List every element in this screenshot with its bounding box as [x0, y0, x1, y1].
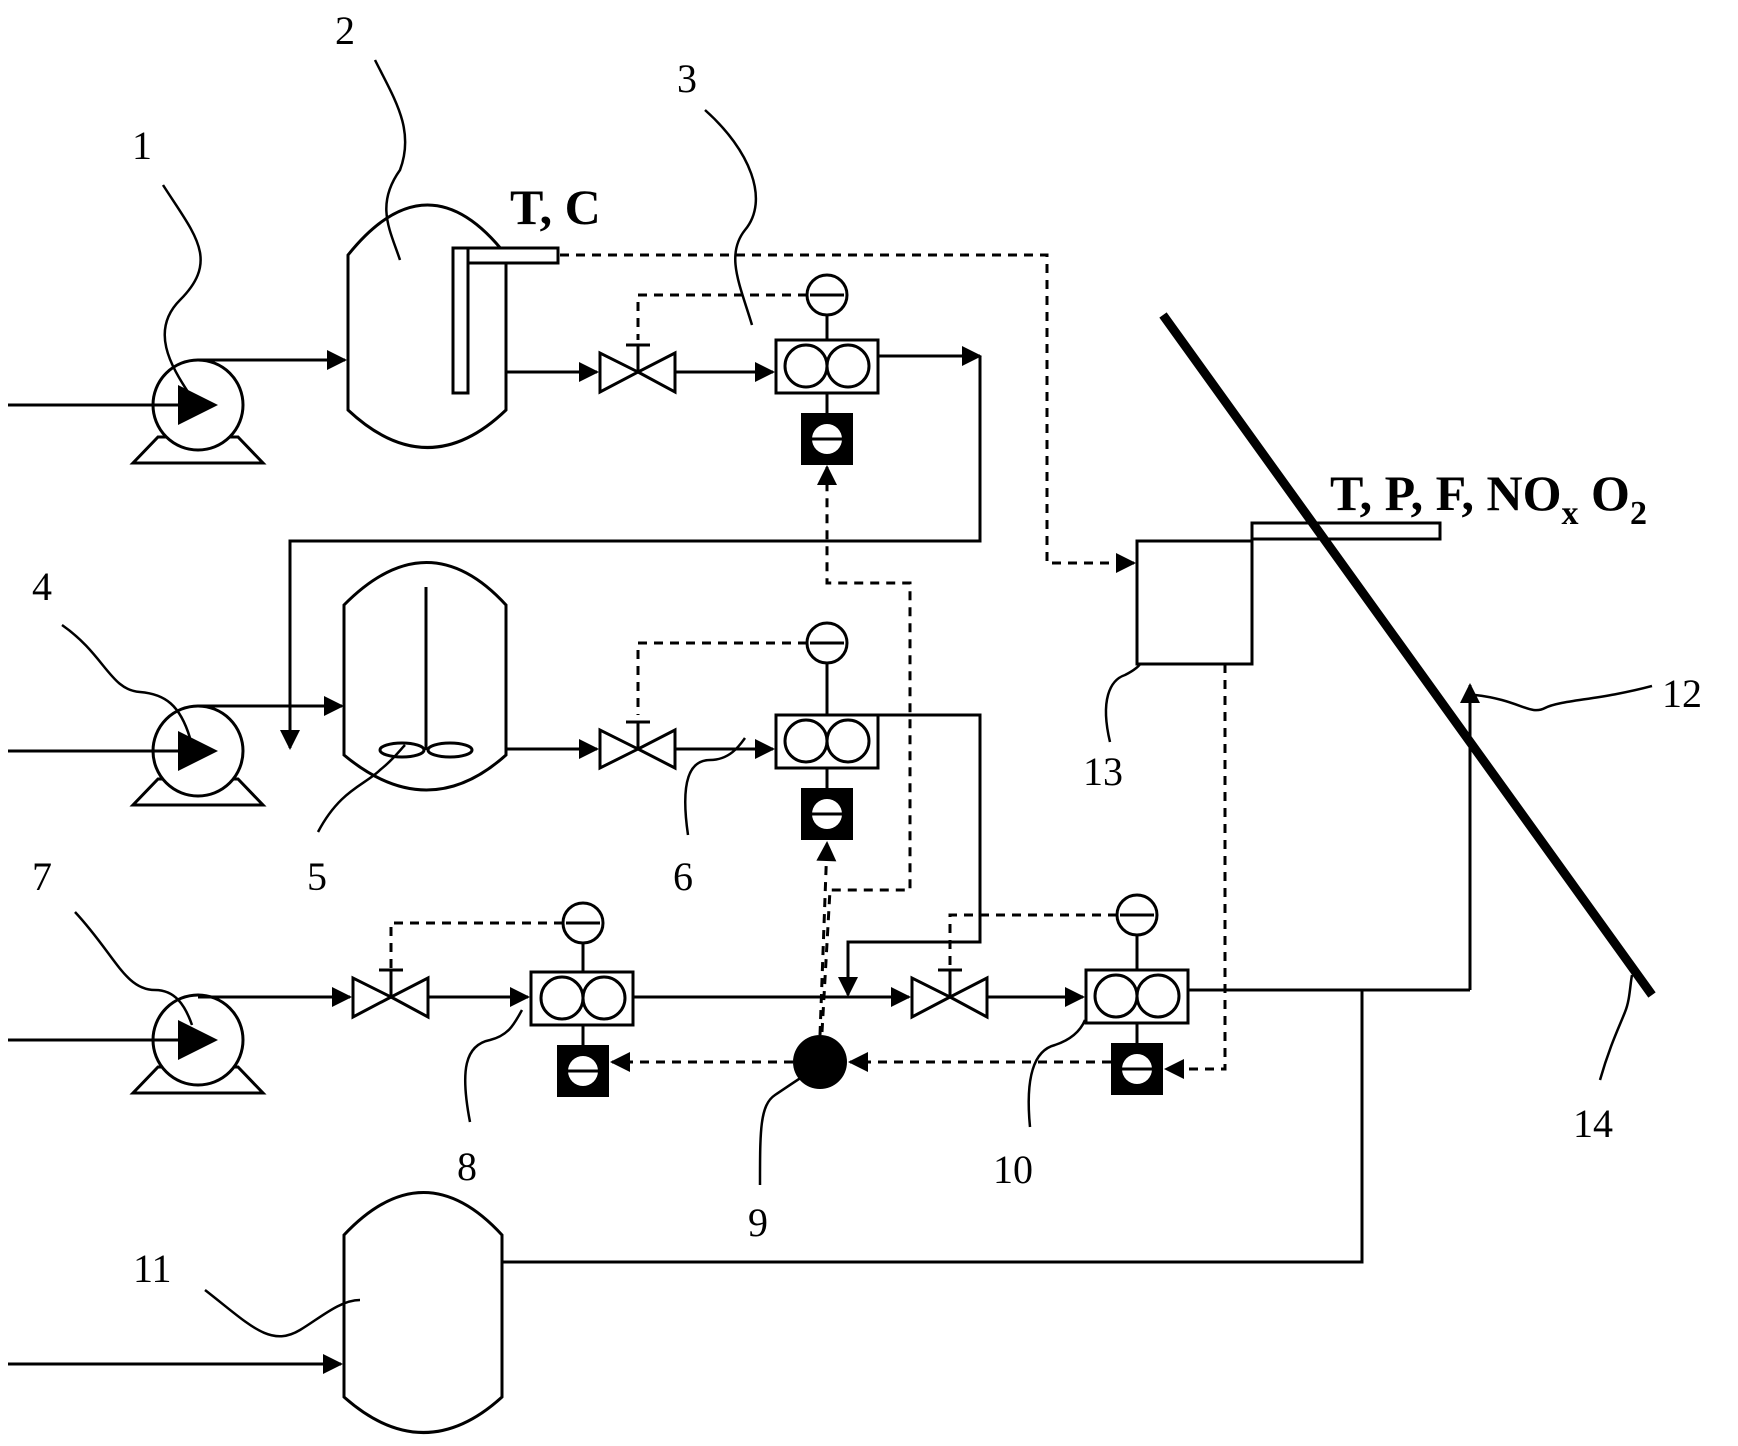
controller-9	[793, 1035, 847, 1089]
duct-sensor-o: O	[1579, 465, 1630, 521]
mixing-tank-5	[342, 561, 508, 792]
label-11: 11	[133, 1246, 172, 1291]
label-13: 13	[1083, 749, 1123, 794]
tank-sensor-label: T, C	[510, 179, 601, 235]
label-12: 12	[1662, 671, 1702, 716]
tank-2	[346, 203, 560, 449]
pump-4	[129, 704, 267, 807]
flowmeter-10	[1084, 893, 1190, 1095]
duct-sensor-main: T, P, F, NO	[1330, 465, 1562, 521]
leader-lines	[61, 59, 1653, 1338]
valve-row-2	[598, 720, 677, 771]
label-8: 8	[457, 1144, 477, 1189]
label-2: 2	[335, 8, 355, 53]
label-5: 5	[307, 854, 327, 899]
valve-row-1	[598, 343, 677, 395]
tank-11	[342, 1191, 504, 1434]
signal-lines	[389, 253, 1227, 1079]
pump-1	[129, 358, 267, 465]
flowmeter-3	[774, 273, 880, 465]
label-7: 7	[32, 854, 52, 899]
flowmeter-8	[529, 901, 635, 1097]
valve-row-3a	[351, 968, 430, 1020]
label-1: 1	[132, 123, 152, 168]
process-lines	[8, 346, 1480, 1374]
controller-box-13	[1135, 539, 1254, 666]
valve-row-3b	[910, 968, 989, 1020]
label-9: 9	[748, 1200, 768, 1245]
label-14: 14	[1573, 1101, 1613, 1146]
duct-sensor-sub-x: x	[1562, 495, 1579, 532]
flowmeter-6	[774, 621, 880, 840]
label-4: 4	[32, 564, 52, 609]
flue-duct-14	[1159, 312, 1656, 998]
duct-probe	[1250, 521, 1442, 541]
duct-sensor-sub-2: 2	[1630, 495, 1647, 532]
label-10: 10	[993, 1147, 1033, 1192]
label-3: 3	[677, 56, 697, 101]
label-6: 6	[673, 854, 693, 899]
pump-7	[129, 993, 267, 1095]
duct-sensor-label: T, P, F, NOx O2	[1330, 465, 1647, 532]
